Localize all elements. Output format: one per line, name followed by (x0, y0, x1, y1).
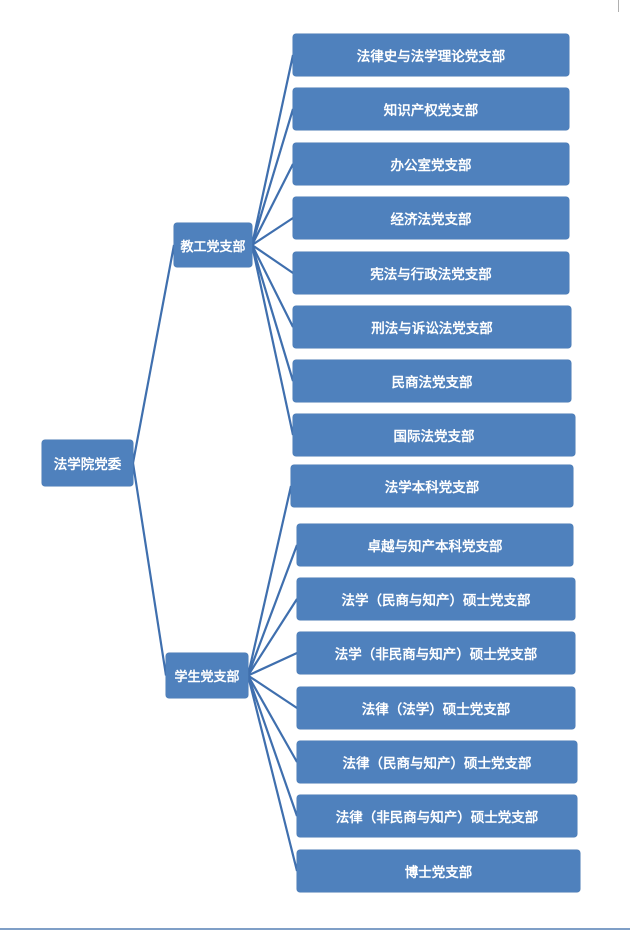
connector-leaf-node-jm-civil-ip (247, 674, 298, 763)
group-node-student[interactable]: 学生党支部 (166, 653, 248, 698)
leaf-node-master-civil-ip[interactable]: 法学（民商与知产）硕士党支部 (297, 578, 575, 620)
leaf-node-master-non-civil-ip[interactable]: 法学（非民商与知产）硕士党支部 (297, 632, 575, 674)
group-node-faculty[interactable]: 教工党支部 (174, 223, 252, 267)
leaf-node-law-undergrad[interactable]: 法学本科党支部 (291, 465, 573, 507)
connector-leaf-node-ip (250, 108, 295, 246)
leaf-node-economic-law[interactable]: 经济法党支部 (293, 197, 569, 239)
root-node[interactable]: 法学院党委 (42, 440, 133, 486)
connector-leaf-node-master-civil-ip (247, 598, 298, 677)
connector-leaf-node-master-non-civil-ip (247, 652, 298, 677)
leaf-node-legal-history[interactable]: 法律史与法学理论党支部 (293, 34, 569, 76)
connector-root-to-group-node-student (131, 462, 168, 676)
leaf-node-jm-law[interactable]: 法律（法学）硕士党支部 (297, 687, 575, 729)
leaf-node-office[interactable]: 办公室党支部 (293, 143, 569, 185)
connector-leaf-node-criminal-law (251, 244, 294, 328)
connector-leaf-node-jm-law (247, 674, 298, 709)
connector-leaf-node-office (251, 163, 294, 246)
leaf-node-civil-commercial[interactable]: 民商法党支部 (293, 360, 571, 402)
leaf-node-jm-non-civil-ip[interactable]: 法律（非民商与知产）硕士党支部 (297, 795, 577, 837)
page-bottom-rule (0, 928, 630, 930)
page-corner-mark (618, 0, 619, 12)
connector-leaf-node-excellence-undergrad (246, 544, 299, 676)
connector-leaf-node-jm-non-civil-ip (246, 675, 299, 817)
connector-leaf-node-legal-history (250, 54, 295, 246)
connector-leaf-node-doctoral (246, 675, 299, 872)
leaf-node-international-law[interactable]: 国际法党支部 (293, 414, 575, 456)
connector-leaf-node-constitutional-law (251, 244, 294, 274)
leaf-node-excellence-undergrad[interactable]: 卓越与知产本科党支部 (297, 524, 573, 566)
leaf-node-doctoral[interactable]: 博士党支部 (297, 850, 580, 892)
connector-leaf-node-international-law (250, 244, 295, 436)
connector-leaf-node-law-undergrad (246, 485, 293, 676)
leaf-node-ip[interactable]: 知识产权党支部 (293, 88, 569, 130)
connector-root-to-group-node-faculty (131, 244, 176, 464)
leaf-node-criminal-law[interactable]: 刑法与诉讼法党支部 (293, 306, 571, 348)
connector-leaf-node-civil-commercial (250, 244, 295, 382)
leaf-node-constitutional-law[interactable]: 宪法与行政法党支部 (293, 252, 569, 294)
connector-leaf-node-economic-law (251, 217, 294, 246)
leaf-node-jm-civil-ip[interactable]: 法律（民商与知产）硕士党支部 (297, 741, 577, 783)
